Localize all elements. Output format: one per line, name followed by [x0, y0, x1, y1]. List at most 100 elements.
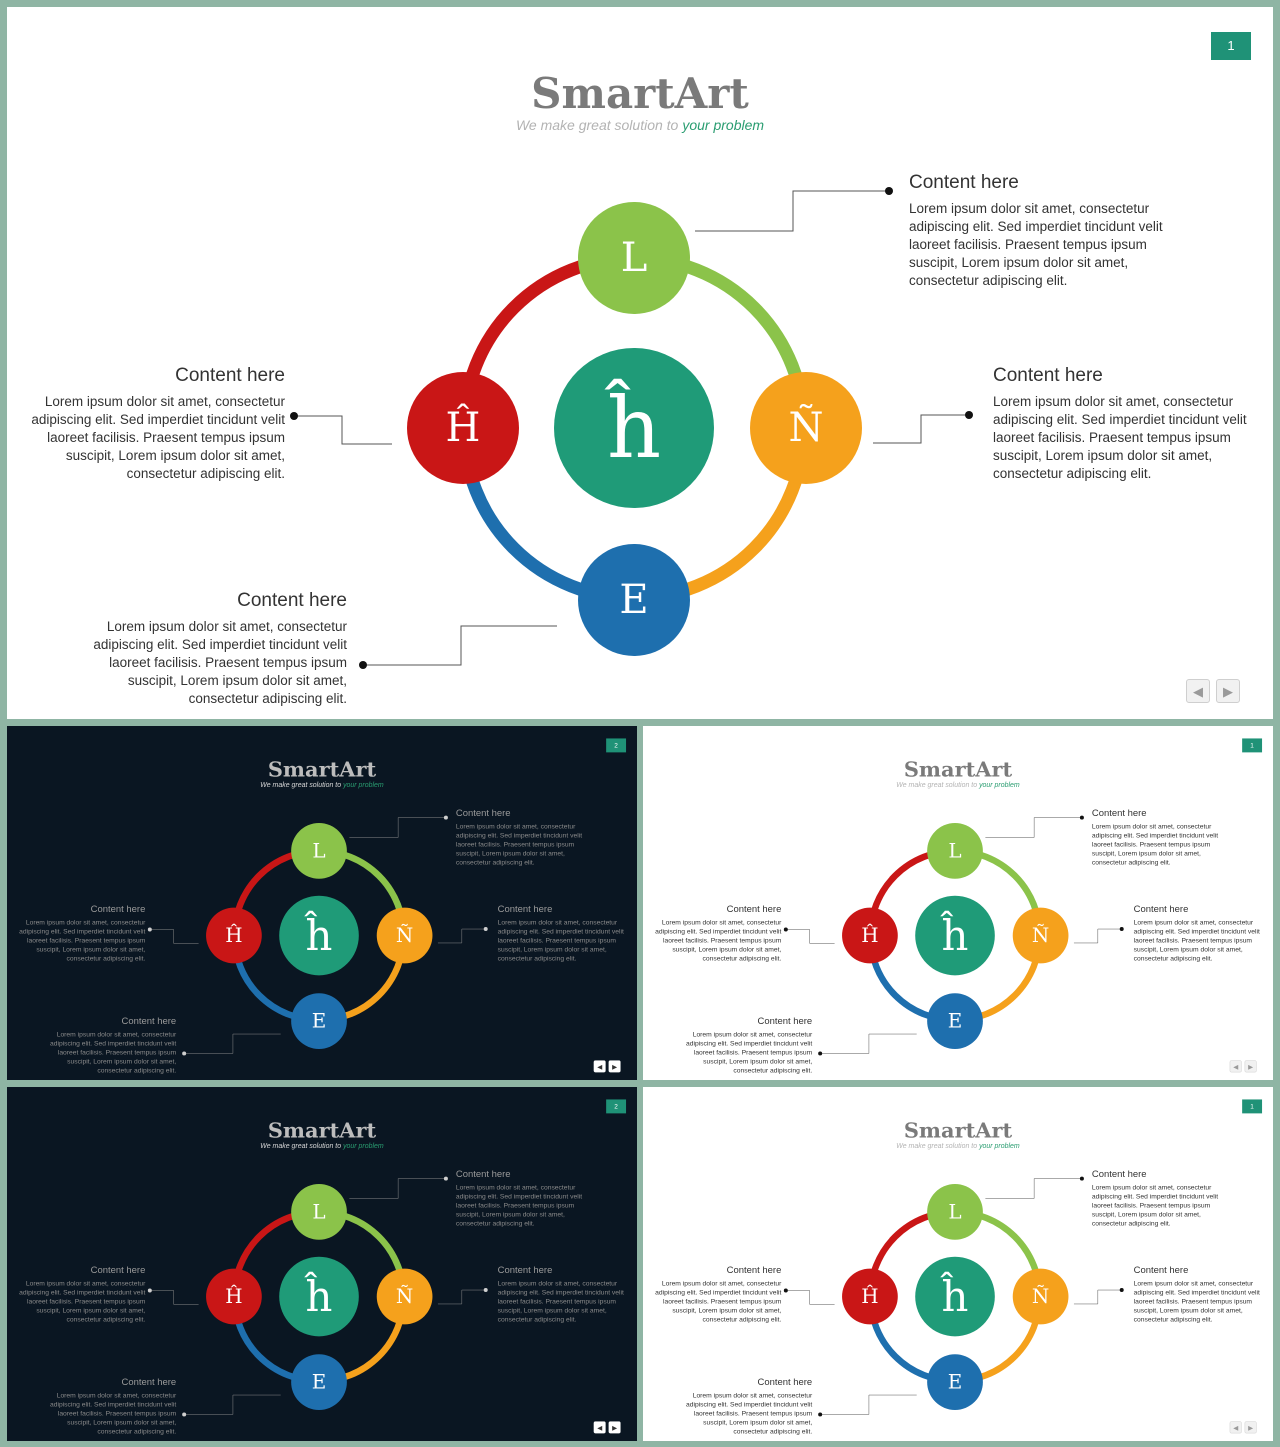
- content-heading: Content here: [455, 808, 511, 819]
- slide-title: SmartArt: [267, 756, 377, 782]
- content-body: Lorem ipsum dolor sit amet, consectetur …: [1133, 1279, 1260, 1323]
- content-body: Lorem ipsum dolor sit amet, consectetur …: [497, 1279, 624, 1323]
- connector-left: [149, 1290, 199, 1305]
- next-slide-button[interactable]: ▶: [1244, 1421, 1257, 1434]
- content-block-right: Content here Lorem ipsum dolor sit amet,…: [498, 904, 632, 963]
- center-node: ĥ: [915, 895, 995, 976]
- triangle-right-icon: ▶: [1248, 1062, 1254, 1071]
- connector-dot-right: [483, 1288, 488, 1293]
- connector-right: [1073, 1289, 1122, 1305]
- content-heading: Content here: [90, 904, 146, 915]
- subtitle-accent: your problem: [979, 780, 1020, 789]
- connector-dot-left: [290, 412, 298, 420]
- node-top: L: [578, 202, 690, 314]
- triangle-left-icon: ◀: [1193, 684, 1203, 699]
- prev-slide-button[interactable]: ◀: [1229, 1060, 1242, 1073]
- subtitle-accent: your problem: [343, 780, 384, 789]
- slide-number-badge: 2: [606, 738, 627, 753]
- content-body: Lorem ipsum dolor sit amet, consectetur …: [19, 918, 146, 962]
- node-right: Ñ: [1012, 1268, 1069, 1325]
- slide-number-badge: 1: [1242, 738, 1263, 753]
- triangle-right-icon: ▶: [612, 1062, 618, 1071]
- slide-number-badge: 1: [1242, 1099, 1263, 1114]
- prev-slide-button[interactable]: ◀: [1229, 1421, 1242, 1434]
- content-heading: Content here: [726, 1265, 782, 1276]
- next-slide-button[interactable]: ▶: [1244, 1060, 1257, 1073]
- subtitle-lead: We make great solution to: [515, 117, 679, 133]
- connector-bottom: [184, 1033, 281, 1054]
- prev-slide-button[interactable]: ◀: [593, 1421, 606, 1434]
- content-heading: Content here: [121, 1016, 177, 1027]
- connector-dot-left: [147, 1288, 152, 1293]
- connector-top: [985, 1178, 1082, 1199]
- connector-top: [695, 190, 889, 232]
- content-body: Lorem ipsum dolor sit amet, consectetur …: [93, 619, 347, 706]
- subtitle-accent: your problem: [343, 1141, 384, 1150]
- connector-dot-left: [147, 927, 152, 932]
- content-body: Lorem ipsum dolor sit amet, consectetur …: [909, 201, 1163, 288]
- next-slide-button[interactable]: ▶: [608, 1060, 621, 1073]
- content-heading: Content here: [175, 365, 285, 386]
- node-left: Ĥ: [206, 1268, 262, 1325]
- prev-slide-button[interactable]: ◀: [1186, 679, 1210, 703]
- node-right: Ñ: [1012, 907, 1069, 964]
- connector-bottom: [820, 1033, 917, 1054]
- content-block-left: Content here Lorem ipsum dolor sit amet,…: [11, 904, 145, 963]
- content-body: Lorem ipsum dolor sit amet, consectetur …: [31, 394, 285, 481]
- node-bottom: E: [927, 993, 983, 1049]
- connector-dot-right: [1119, 927, 1124, 932]
- content-block-top: Content here Lorem ipsum dolor sit amet,…: [456, 1169, 590, 1228]
- center-node: ĥ: [554, 348, 714, 508]
- content-heading: Content here: [757, 1016, 813, 1027]
- content-block-top: Content here Lorem ipsum dolor sit amet,…: [456, 808, 590, 867]
- node-left: Ĥ: [842, 1268, 898, 1325]
- node-left: Ĥ: [842, 907, 898, 964]
- node-top: L: [927, 823, 983, 879]
- node-bottom: E: [927, 1354, 983, 1410]
- triangle-right-icon: ▶: [1223, 684, 1233, 699]
- connector-dot-top: [1079, 1176, 1084, 1181]
- next-slide-button[interactable]: ▶: [1216, 679, 1240, 703]
- content-heading: Content here: [1133, 1265, 1189, 1276]
- connector-dot-bottom: [818, 1412, 823, 1417]
- content-block-right: Content here Lorem ipsum dolor sit amet,…: [993, 365, 1263, 483]
- content-block-bottom: Content here Lorem ipsum dolor sit amet,…: [678, 1016, 812, 1075]
- connector-left: [149, 929, 199, 944]
- connector-right: [437, 1289, 486, 1305]
- content-heading: Content here: [497, 904, 553, 915]
- subtitle-lead: We make great solution to: [896, 780, 978, 789]
- slide-title: SmartArt: [267, 1117, 377, 1143]
- content-heading: Content here: [1091, 1169, 1147, 1180]
- node-left: Ĥ: [407, 372, 519, 484]
- triangle-right-icon: ▶: [1248, 1423, 1254, 1432]
- content-body: Lorem ipsum dolor sit amet, consectetur …: [1091, 822, 1219, 866]
- content-block-left: Content here Lorem ipsum dolor sit amet,…: [11, 1265, 145, 1324]
- next-slide-button[interactable]: ▶: [608, 1421, 621, 1434]
- slide-number-badge: 2: [606, 1099, 627, 1114]
- connector-bottom: [820, 1394, 917, 1415]
- prev-slide-button[interactable]: ◀: [593, 1060, 606, 1073]
- center-node: ĥ: [915, 1256, 995, 1337]
- subtitle-accent: your problem: [682, 117, 765, 133]
- triangle-right-icon: ▶: [612, 1423, 618, 1432]
- node-bottom: E: [291, 1354, 347, 1410]
- content-body: Lorem ipsum dolor sit amet, consectetur …: [455, 822, 583, 866]
- content-body: Lorem ipsum dolor sit amet, consectetur …: [655, 918, 782, 962]
- connector-dot-top: [885, 187, 893, 195]
- slide-number-badge: 1: [1211, 32, 1251, 60]
- content-body: Lorem ipsum dolor sit amet, consectetur …: [1091, 1183, 1219, 1227]
- content-block-right: Content here Lorem ipsum dolor sit amet,…: [498, 1265, 632, 1324]
- connector-top: [349, 1178, 446, 1199]
- content-heading: Content here: [237, 590, 347, 611]
- content-heading: Content here: [121, 1377, 177, 1388]
- node-right: Ñ: [376, 1268, 433, 1325]
- content-block-left: Content here Lorem ipsum dolor sit amet,…: [647, 904, 781, 963]
